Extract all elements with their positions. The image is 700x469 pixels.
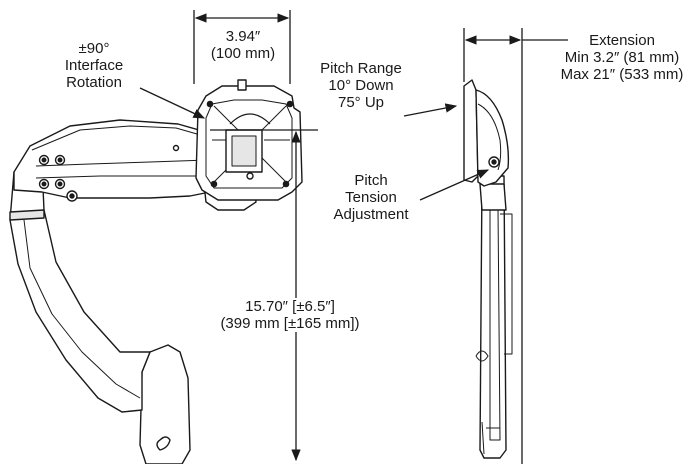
extension-max: Max 21″ (533 mm) bbox=[560, 66, 684, 83]
extension-min: Min 3.2″ (81 mm) bbox=[564, 49, 680, 66]
height-dimension-value: 15.70″ [±6.5″] bbox=[245, 298, 335, 315]
pitch-tension-line3: Adjustment bbox=[333, 206, 409, 223]
extension-title: Extension bbox=[589, 32, 655, 49]
extension-label: Extension Min 3.2″ (81 mm) Max 21″ (533 … bbox=[548, 32, 696, 83]
width-dimension-label: 3.94″ (100 mm) bbox=[198, 28, 288, 62]
pitch-tension-line2: Tension bbox=[345, 189, 397, 206]
pitch-tension-line1: Pitch bbox=[354, 172, 388, 189]
pitch-range-title: Pitch Range bbox=[320, 60, 402, 77]
rotation-label: ±90° Interface Rotation bbox=[42, 40, 146, 91]
pitch-range-label: Pitch Range 10° Down 75° Up bbox=[306, 60, 416, 111]
width-dimension-value: 3.94″ bbox=[225, 28, 261, 45]
rotation-line2: Interface bbox=[64, 57, 124, 74]
height-dimension-metric: (399 mm [±165 mm]) bbox=[220, 315, 360, 332]
pitch-range-up: 75° Up bbox=[337, 94, 385, 111]
side-view-arm-icon bbox=[463, 79, 513, 459]
pitch-tension-label: Pitch Tension Adjustment bbox=[316, 172, 426, 223]
pitch-tension-leader-arrow bbox=[419, 169, 490, 201]
height-dimension-line bbox=[210, 129, 318, 462]
pitch-range-down: 10° Down bbox=[328, 77, 394, 94]
rotation-line3: Rotation bbox=[66, 74, 122, 91]
width-dimension-line bbox=[193, 10, 291, 84]
height-dimension-label: 15.70″ [±6.5″] (399 mm [±165 mm]) bbox=[190, 298, 390, 332]
extension-dimension-line bbox=[463, 28, 568, 464]
front-view-arm-icon bbox=[9, 79, 303, 465]
width-dimension-metric: (100 mm) bbox=[210, 45, 276, 62]
rotation-angle: ±90° bbox=[78, 40, 110, 57]
pitch-range-leader-arrow bbox=[403, 103, 458, 117]
rotation-leader-arrow bbox=[139, 87, 206, 119]
